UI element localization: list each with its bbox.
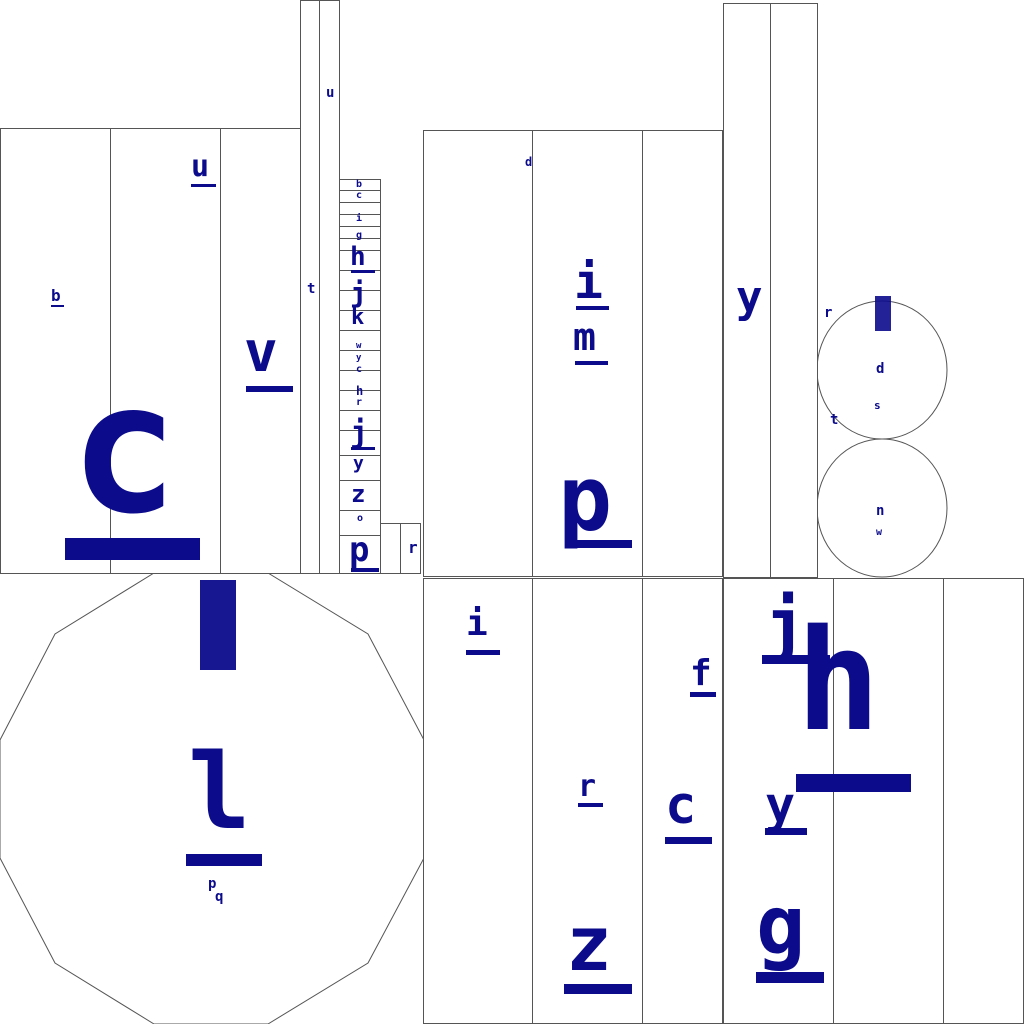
glyph-t-tiny: t — [307, 281, 316, 297]
ladder — [339, 179, 381, 574]
glyph-y-mid: y — [765, 776, 796, 834]
panel-d — [723, 578, 1024, 1024]
glyph-w-circle: w — [876, 527, 883, 538]
ladder-glyph: y — [356, 353, 362, 363]
panel-a — [0, 128, 301, 574]
ladder-glyph: w — [356, 341, 362, 351]
ladder-glyph: o — [357, 513, 364, 524]
ladder-glyph: h — [356, 384, 364, 398]
glyph-t-circle: t — [830, 412, 839, 428]
ladder-glyph: c — [356, 190, 363, 201]
ladder-glyph: j — [350, 415, 369, 450]
ladder-glyph: z — [351, 480, 366, 508]
ladder-glyph: c — [356, 364, 363, 375]
glyph-i: i — [574, 254, 603, 310]
glyph-p-large: p — [558, 447, 613, 552]
glyph-d-tiny: d — [525, 155, 533, 169]
ladder-glyph: p — [349, 530, 370, 570]
ladder-glyph: j — [350, 276, 367, 309]
glyph-b-small: b — [51, 286, 61, 305]
glyph-s-circle: s — [874, 399, 881, 412]
glyph-z-large: z — [566, 899, 612, 988]
ladder-glyph: y — [353, 453, 364, 474]
glyph-h-large: h — [796, 600, 881, 763]
glyph-g-large: g — [756, 879, 806, 974]
panel-b — [423, 130, 723, 577]
glyph-stack — [200, 580, 236, 670]
glyph-q-tiny: q — [215, 889, 224, 905]
ladder-glyph: i — [356, 213, 363, 224]
small-box — [380, 523, 421, 574]
glyph-c: c — [665, 776, 697, 836]
ladder-glyph: k — [351, 305, 365, 330]
dodecagon-outline — [0, 572, 425, 1024]
ladder-glyph: h — [350, 242, 366, 272]
glyph-l-large: l — [188, 731, 251, 853]
ladder-glyph: r — [356, 397, 363, 408]
glyph-d-circle: d — [876, 361, 885, 377]
strip-b — [723, 3, 818, 578]
glyph-i-small: i — [466, 603, 488, 644]
glyph-n-circle: n — [876, 503, 885, 519]
glyph-r-small: r — [408, 538, 418, 557]
glyph-m: m — [573, 315, 596, 359]
glyph-v: v — [244, 320, 278, 385]
glyph-y: y — [736, 272, 763, 323]
glyph-u-small: u — [191, 149, 210, 184]
glyph-u-tiny: u — [326, 85, 335, 101]
glyph-c-large: c — [70, 345, 179, 554]
glyph-p-tiny: p — [208, 876, 217, 892]
glyph-j: j — [764, 584, 807, 666]
glyph-r: r — [578, 769, 597, 804]
glyph-r-circle: r — [824, 305, 833, 321]
ladder-glyph: g — [356, 230, 363, 241]
ladder-glyph: b — [356, 179, 363, 190]
glyph-f: f — [690, 653, 712, 694]
